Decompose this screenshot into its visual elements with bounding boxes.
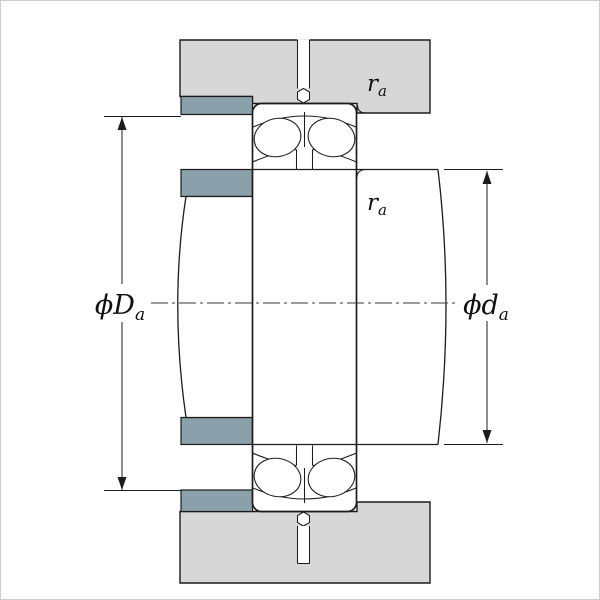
oil-channel-bottom-cavity [297,526,310,564]
Da-label-mask [93,284,149,322]
Da-arrow-down-icon [117,477,127,490]
roller-bottom-left [253,457,302,498]
housing-fillet-arc [356,104,366,114]
shaft-abutment-upper [180,168,254,198]
roller-top-left [253,117,302,158]
shaft-left-section [177,195,253,419]
housing-shoulder-bottom [180,489,254,513]
oil-channel-top [296,39,311,104]
housing-shoulder-top [180,95,254,116]
shaft-fillet-label: ra [367,190,387,219]
bearing-outer-ring [251,102,358,513]
da-label-mask [458,285,514,321]
da-arrow-up-icon [482,171,492,184]
shaft-break-line [437,169,447,445]
oil-channel-bottom [296,511,311,565]
housing-shoulder-diameter-label: ϕDa [95,290,145,325]
oil-channel-top-cavity [297,39,310,89]
roller-row-bottom [252,445,357,503]
roller-row-top [252,112,357,170]
oil-hole-top-icon [296,87,311,104]
housing-fillet-label: ra [367,71,387,100]
shaft-fillet-arc [356,168,366,179]
shaft-shoulder-diameter-label: ϕda [463,290,509,325]
shaft-abutment-lower [180,416,254,446]
oil-hole-bottom-icon [296,511,311,527]
da-arrow-down-icon [482,430,492,443]
roller-bottom-right [307,457,356,498]
Da-arrow-up-icon [117,117,127,130]
roller-top-right [307,117,356,158]
